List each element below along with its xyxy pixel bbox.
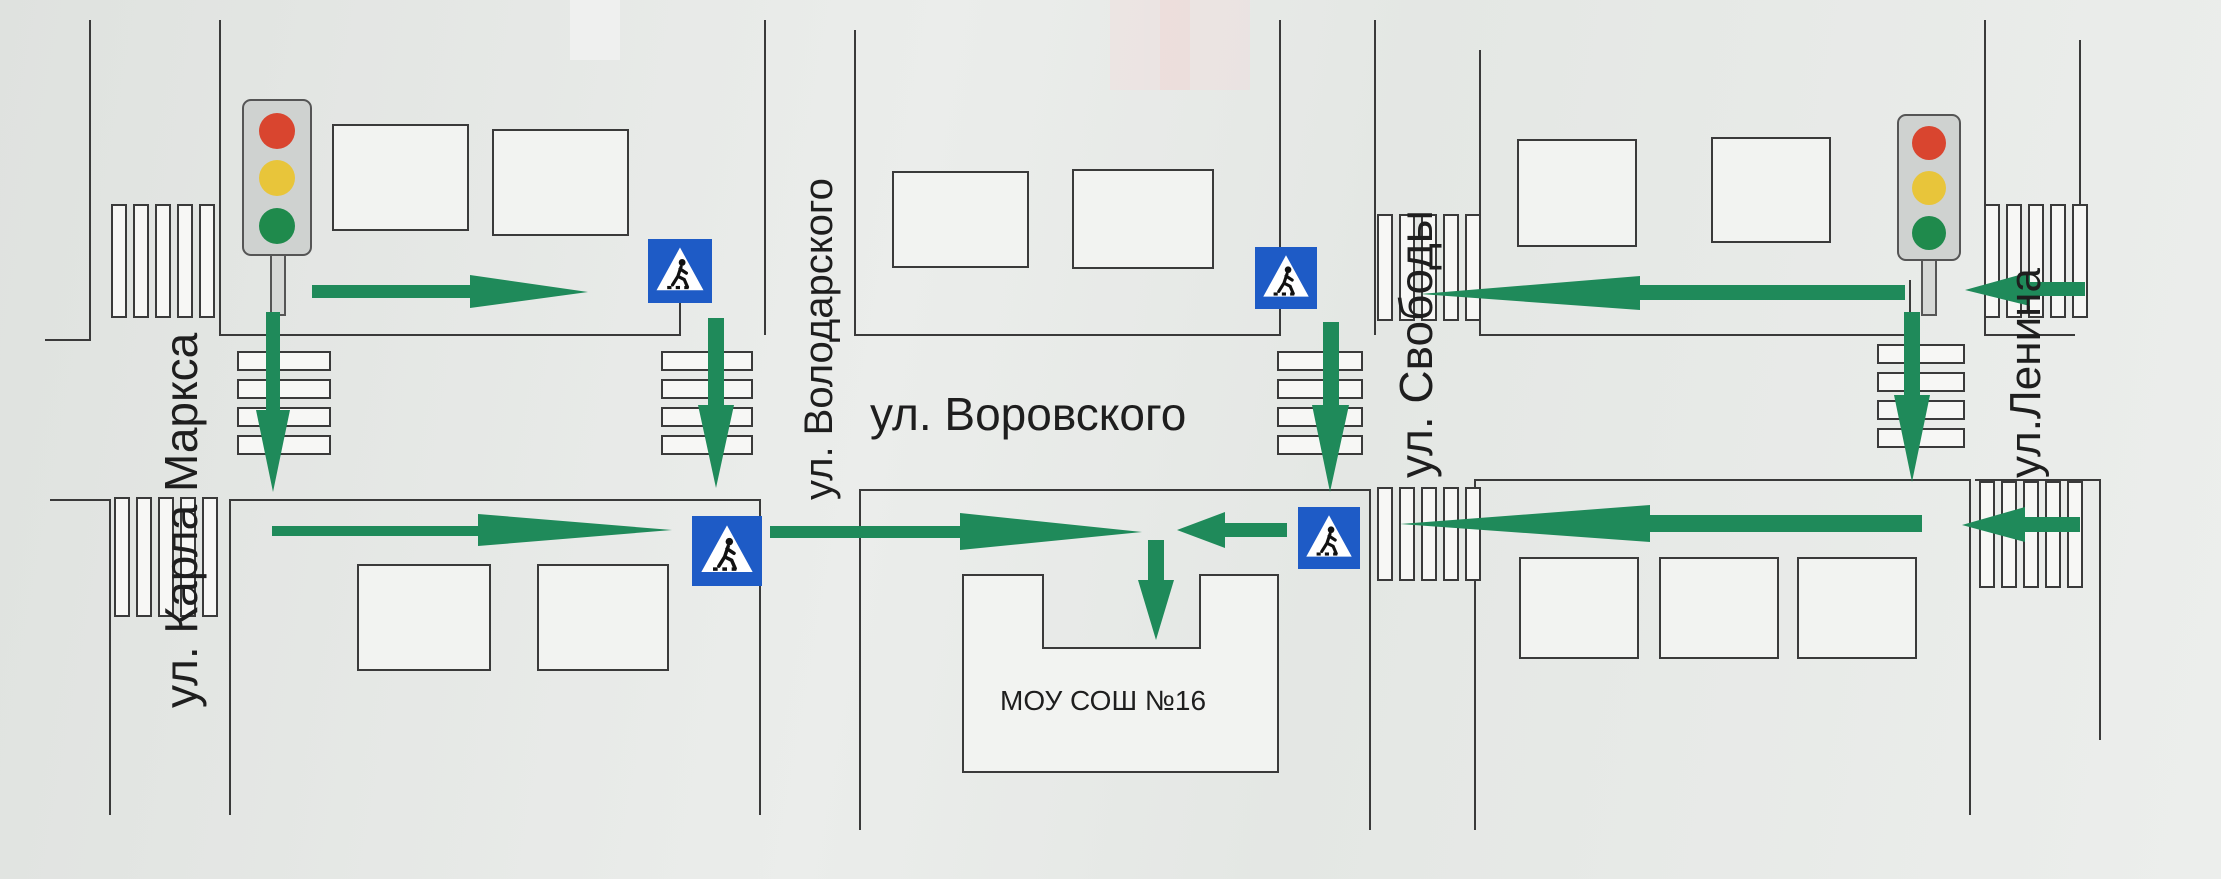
- building: [537, 564, 669, 671]
- building: [492, 129, 629, 236]
- buildings: [332, 124, 1917, 671]
- street-label-volodarsky: ул. Володарского: [797, 178, 841, 500]
- building: [1519, 557, 1639, 659]
- zebra-crossing: [237, 351, 331, 455]
- zebra-crossing: [1979, 481, 2083, 588]
- building: [1711, 137, 1831, 243]
- route-arrow-icon: [698, 318, 734, 488]
- route-arrow-icon: [312, 275, 588, 308]
- building: [357, 564, 491, 671]
- traffic-light-icon: [1897, 114, 1961, 316]
- route-arrow-icon: [256, 312, 290, 492]
- zebra-crossing: [1377, 487, 1481, 581]
- route-arrow-icon: [272, 514, 672, 546]
- pedestrian-crossing-sign-icon: [1298, 505, 1360, 571]
- building: [1517, 139, 1637, 247]
- route-arrow-icon: [770, 513, 1142, 550]
- background-glare: [570, 0, 1250, 90]
- pedestrian-crossing-sign-icon: [648, 237, 712, 305]
- route-arrow-icon: [1177, 512, 1287, 548]
- street-label-karl-marx: ул. Карла Маркса: [155, 332, 207, 708]
- route-arrow-icon: [1420, 276, 1905, 310]
- route-arrows: [256, 272, 2085, 640]
- building: [1797, 557, 1917, 659]
- zebra-crossing: [114, 497, 218, 617]
- traffic-light-icon: [242, 99, 312, 316]
- street-label-svobody: ул. Свободы: [1390, 210, 1442, 478]
- zebra-crossing: [1877, 344, 1965, 448]
- school-label: МОУ СОШ №16: [1000, 685, 1206, 716]
- street-label-vorovsky: ул. Воровского: [870, 388, 1186, 440]
- route-arrow-icon: [1138, 540, 1174, 640]
- route-arrow-icon: [1400, 505, 1922, 542]
- zebra-crossing: [111, 204, 215, 318]
- block-outlines: [45, 20, 2101, 830]
- route-arrow-icon: [1894, 312, 1930, 482]
- building: [1659, 557, 1779, 659]
- route-arrow-icon: [1962, 507, 2080, 542]
- street-label-lenina: ул.Ленина: [2001, 268, 2050, 478]
- pedestrian-crossing-sign-icon: [1255, 245, 1317, 311]
- route-arrow-icon: [1965, 272, 2085, 306]
- building: [332, 124, 469, 231]
- pedestrian-crossing-sign-icon: [692, 514, 762, 588]
- school-building: [962, 574, 1279, 773]
- route-arrow-icon: [1312, 322, 1349, 492]
- building: [1072, 169, 1214, 269]
- building: [892, 171, 1029, 268]
